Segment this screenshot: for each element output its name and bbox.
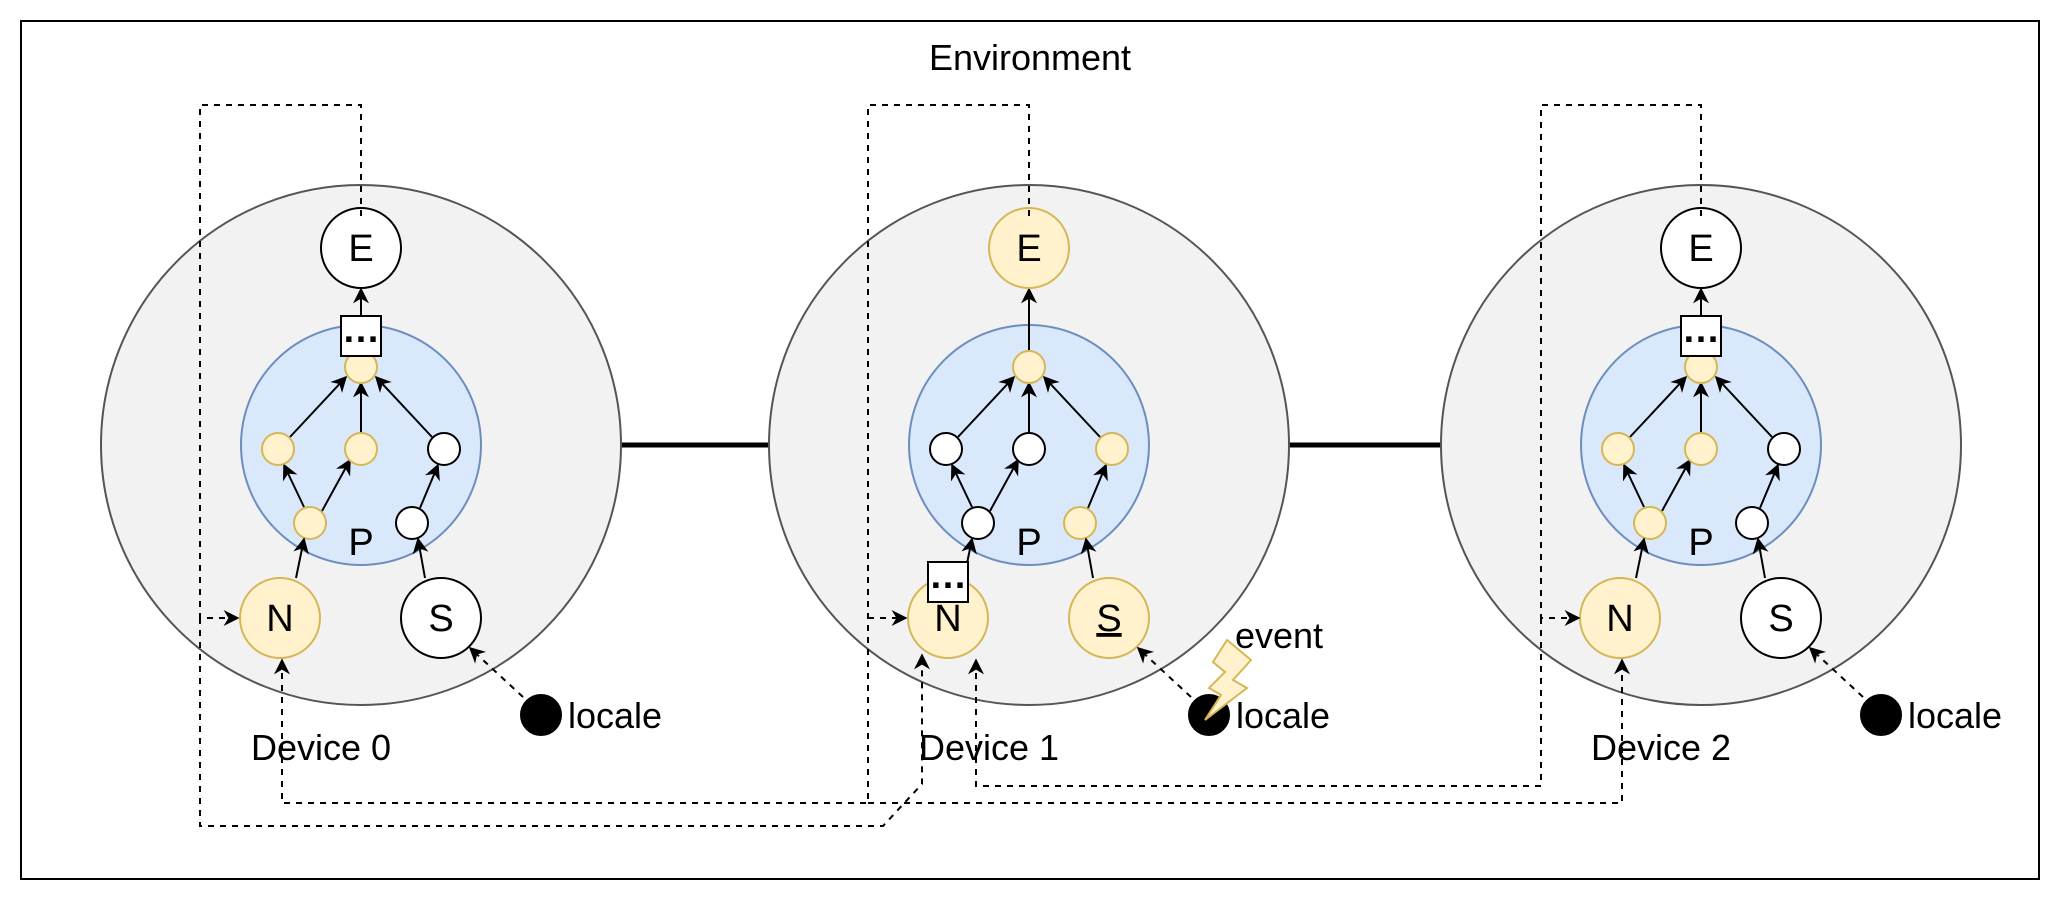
edge-b1-l1 [1622, 463, 1645, 508]
inner-node-b1 [1633, 506, 1667, 540]
edge-l3-top [374, 375, 433, 438]
locale-dot [520, 694, 562, 736]
sensor-label: S [1768, 598, 1793, 640]
edge-l1-top [1629, 375, 1688, 438]
route-e2-to-n1 [968, 618, 1542, 787]
sensor-node [1068, 577, 1150, 659]
sensor-node [1740, 577, 1822, 659]
exec-node [988, 207, 1070, 289]
neighbor-label: N [934, 598, 961, 640]
inner-node-top [1012, 350, 1046, 384]
inner-node-l1 [261, 432, 295, 466]
inner-node-l2 [344, 432, 378, 466]
edge-l1-top [289, 375, 348, 438]
locale-label: locale [568, 695, 662, 736]
program-label: P [1688, 522, 1713, 564]
exec-label: E [1016, 228, 1041, 270]
sensor-label: S [1096, 598, 1121, 640]
exec-label: E [1688, 228, 1713, 270]
inner-node-b2 [395, 506, 429, 540]
edge-l3-top [1042, 375, 1101, 438]
ellipsis-icon: … [929, 555, 967, 597]
edge-s-b2 [1752, 537, 1769, 579]
edge-l1-top [957, 375, 1016, 438]
device-label: Device 0 [251, 727, 391, 768]
edge-s-b2 [1080, 537, 1097, 579]
sensor-label: S [428, 598, 453, 640]
ellipsis-box [927, 561, 969, 603]
neighbor-label: N [1606, 598, 1633, 640]
ellipsis-box [1680, 315, 1722, 357]
exec-label: E [348, 228, 373, 270]
route-e0-to-n0 [199, 104, 362, 626]
locale-label: locale [1236, 695, 1330, 736]
edge-b1-l1 [282, 463, 305, 508]
edge-n-b1 [1633, 537, 1649, 579]
edge-b2-l3 [1087, 463, 1108, 509]
inner-node-b2 [1063, 506, 1097, 540]
edge-b1-l2 [989, 458, 1019, 512]
sensor-node [400, 577, 482, 659]
event-label: event [1235, 615, 1323, 656]
ellipsis-neighbor: … [927, 555, 969, 603]
edge-l3-top [1714, 375, 1773, 438]
program-label: P [348, 522, 373, 564]
ellipsis-icon: … [1682, 309, 1720, 351]
locale-label: locale [1908, 695, 2002, 736]
ellipsis-exec: … [1680, 309, 1722, 357]
inner-node-l1 [929, 432, 963, 466]
edge-b1-l2 [1661, 458, 1691, 512]
inner-node-l2 [1012, 432, 1046, 466]
locale-link [1136, 646, 1192, 698]
inner-node-l3 [1095, 432, 1129, 466]
inner-node-b2 [1735, 506, 1769, 540]
environment-label: Environment [929, 37, 1131, 78]
program-label: P [1016, 522, 1041, 564]
neighbor-node [239, 577, 321, 659]
inner-node-b1 [293, 506, 327, 540]
exec-node [1660, 207, 1742, 289]
locale-link [1808, 646, 1864, 698]
event-lightning-icon [1204, 638, 1253, 721]
locale-dot [1860, 694, 1902, 736]
device-label: Device 1 [919, 727, 1059, 768]
inner-node-b1 [961, 506, 995, 540]
route-e0-to-n1 [199, 618, 930, 827]
inner-node-l1 [1601, 432, 1635, 466]
ellipsis-box [340, 315, 382, 357]
edge-b2-l3 [1759, 463, 1780, 509]
edge-b2-l3 [419, 463, 440, 509]
inner-node-l3 [427, 432, 461, 466]
exec-node [320, 207, 402, 289]
neighbor-label: N [266, 598, 293, 640]
route-e2-to-n2 [1540, 104, 1702, 626]
ellipsis-icon: … [342, 309, 380, 351]
edge-s-b2 [412, 537, 429, 579]
edge-b1-l2 [321, 458, 351, 512]
inner-node-l3 [1767, 432, 1801, 466]
locale-link [468, 646, 524, 698]
neighbor-routes [199, 104, 1702, 827]
ellipsis-exec: … [340, 309, 382, 357]
edge-b1-l1 [950, 463, 973, 508]
edge-n-b1 [293, 537, 309, 579]
inner-node-l2 [1684, 432, 1718, 466]
device-label: Device 2 [1591, 727, 1731, 768]
